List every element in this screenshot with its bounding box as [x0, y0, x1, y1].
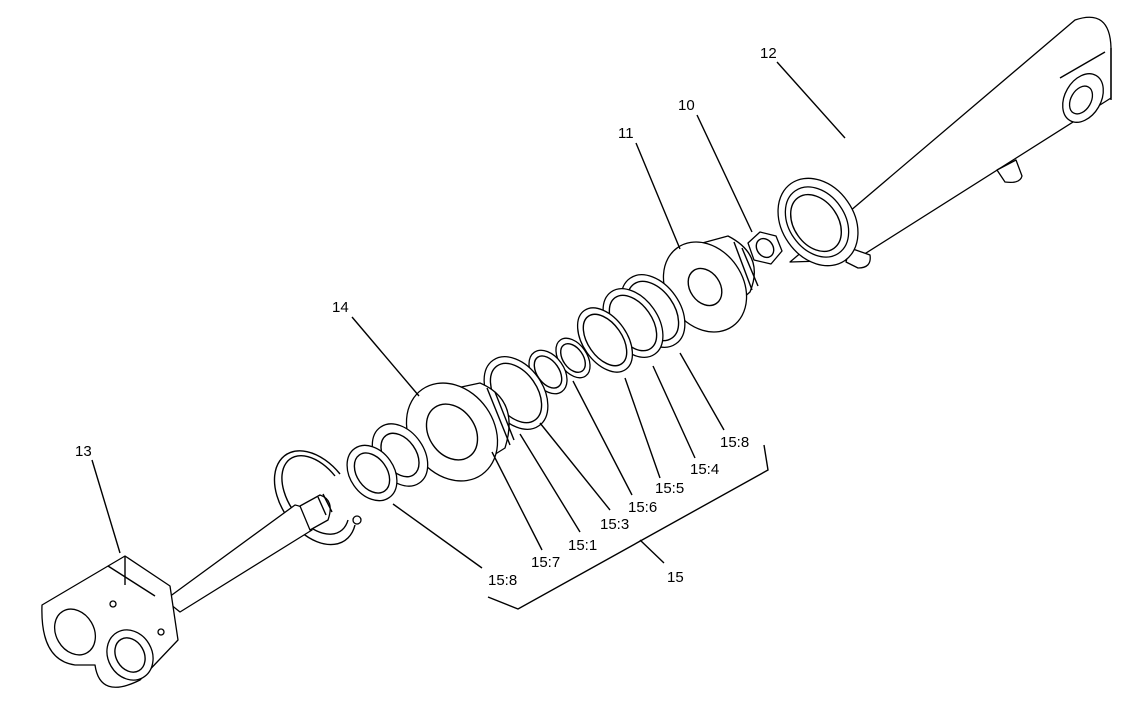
label-15-6: 15:6: [628, 499, 657, 516]
callout-labels: 12 10 11 14 13 15:8 15:4 15:5 15:6 15:3 …: [75, 45, 777, 589]
part-12-cylinder-barrel: [777, 16, 1112, 269]
label-11: 11: [618, 125, 634, 142]
part-13-piston-rod: [41, 493, 333, 688]
label-15-5: 15:5: [655, 480, 684, 497]
label-14: 14: [332, 299, 349, 316]
label-13: 13: [75, 443, 92, 460]
label-15: 15: [667, 569, 684, 586]
leader-lines: [91, 61, 846, 610]
label-15-4: 15:4: [690, 461, 719, 478]
label-15-7: 15:7: [531, 554, 560, 571]
label-15-3: 15:3: [600, 516, 629, 533]
label-12: 12: [760, 45, 777, 62]
label-10: 10: [678, 97, 695, 114]
label-15-8-upper: 15:8: [720, 434, 749, 451]
part-10-nut: [747, 231, 783, 265]
label-15-8-lower: 15:8: [488, 572, 517, 589]
part-14-gland: [405, 382, 515, 482]
part-11-piston: [662, 235, 759, 333]
seal-15-8-lower: [346, 444, 398, 502]
retaining-ring: [273, 450, 362, 546]
label-15-1: 15:1: [568, 537, 597, 554]
seal-15-5: [576, 307, 634, 373]
